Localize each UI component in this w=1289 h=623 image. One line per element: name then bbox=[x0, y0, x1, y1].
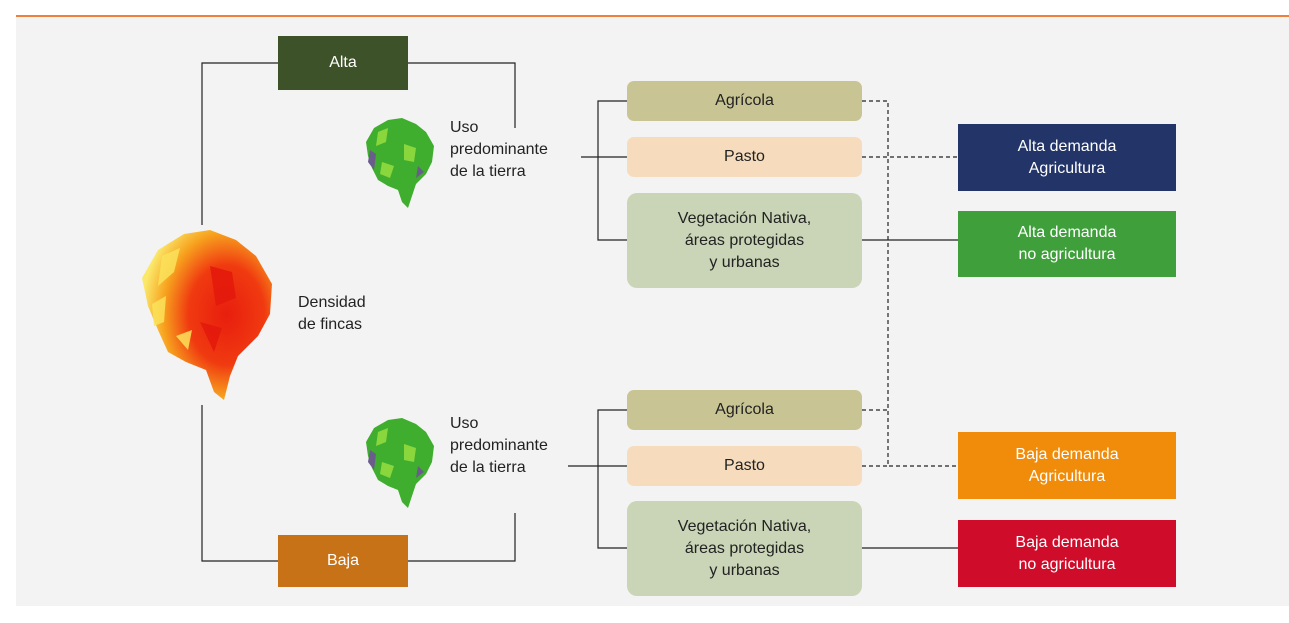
baja-demanda-no-agricultura-box: Baja demanda no agricultura bbox=[958, 520, 1176, 587]
baja-demanda-agricultura-box: Baja demanda Agricultura bbox=[958, 432, 1176, 499]
top-vegetacion-box: Vegetación Nativa, áreas protegidas y ur… bbox=[627, 193, 862, 288]
baja-density-box: Baja bbox=[278, 535, 408, 587]
connector-density-baja bbox=[201, 405, 278, 562]
bottom-agricola-box: Agrícola bbox=[627, 390, 862, 430]
dashed-agricola-to-baja-agricultura bbox=[862, 100, 958, 467]
connector-baja-uso bbox=[408, 513, 516, 562]
top-agricola-box: Agrícola bbox=[627, 81, 862, 121]
land-use-label-bottom: Uso predominante de la tierra bbox=[450, 415, 548, 476]
connector-density-alta bbox=[201, 62, 278, 225]
bottom-pasto-box: Pasto bbox=[627, 446, 862, 486]
land-use-map-top-image bbox=[366, 118, 434, 208]
alta-density-box: Alta bbox=[278, 36, 408, 90]
land-use-label-top: Uso predominante de la tierra bbox=[450, 119, 548, 180]
connector-alta-uso bbox=[408, 62, 516, 128]
density-label: Densidad de fincas bbox=[298, 294, 366, 333]
bottom-vegetacion-box: Vegetación Nativa, áreas protegidas y ur… bbox=[627, 501, 862, 596]
density-map-image bbox=[142, 230, 272, 400]
top-pasto-box: Pasto bbox=[627, 137, 862, 177]
header-accent-line bbox=[16, 15, 1289, 17]
alta-demanda-agricultura-box: Alta demanda Agricultura bbox=[958, 124, 1176, 191]
connector-bottom-bracket bbox=[597, 409, 627, 549]
land-use-map-bottom-image bbox=[366, 418, 434, 508]
connector-top-bracket bbox=[597, 100, 627, 241]
alta-demanda-no-agricultura-box: Alta demanda no agricultura bbox=[958, 211, 1176, 277]
